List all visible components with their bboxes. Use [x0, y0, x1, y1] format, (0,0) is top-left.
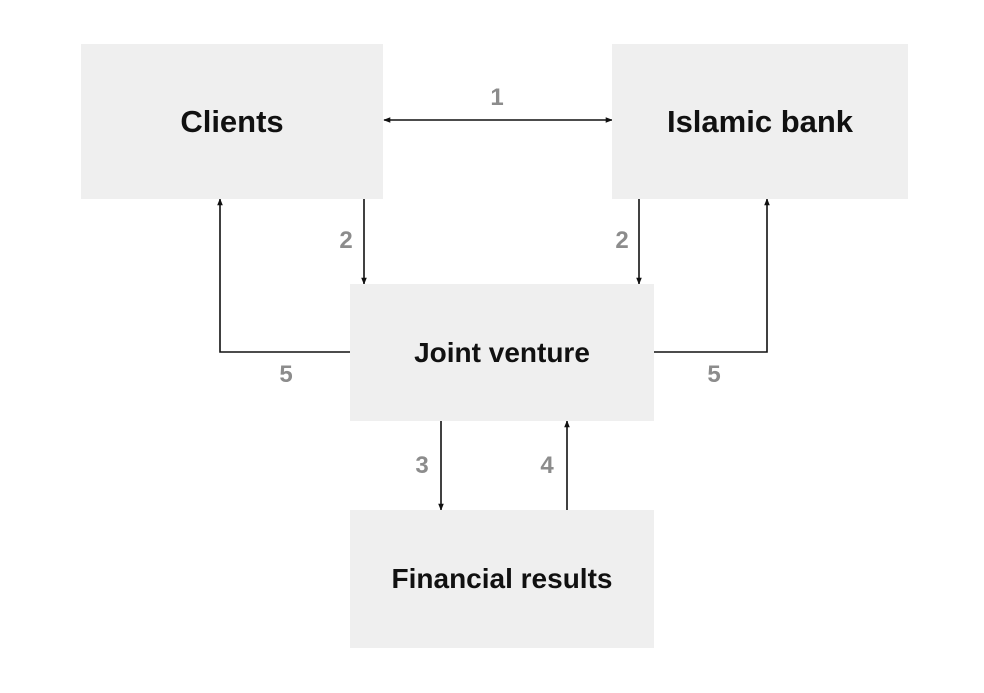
arrow-jv-to-bank — [654, 198, 770, 353]
node-islamic-bank: Islamic bank — [612, 44, 908, 199]
step-1-label: 1 — [490, 84, 504, 111]
node-financial-results-label: Financial results — [391, 563, 613, 594]
step-3-label: 3 — [415, 452, 429, 479]
arrow-jv-to-clients — [217, 198, 350, 353]
node-joint-venture: Joint venture — [350, 284, 654, 421]
step-5-left-label: 5 — [279, 361, 293, 388]
node-clients: Clients — [81, 44, 383, 199]
node-clients-label: Clients — [180, 103, 284, 139]
node-islamic-bank-label: Islamic bank — [666, 103, 854, 139]
node-financial-results: Financial results — [350, 510, 654, 648]
step-4-label: 4 — [540, 452, 554, 479]
step-5-right-label: 5 — [707, 361, 721, 388]
node-joint-venture-label: Joint venture — [414, 336, 590, 368]
step-2-left-label: 2 — [339, 227, 353, 254]
step-2-right-label: 2 — [615, 227, 629, 254]
